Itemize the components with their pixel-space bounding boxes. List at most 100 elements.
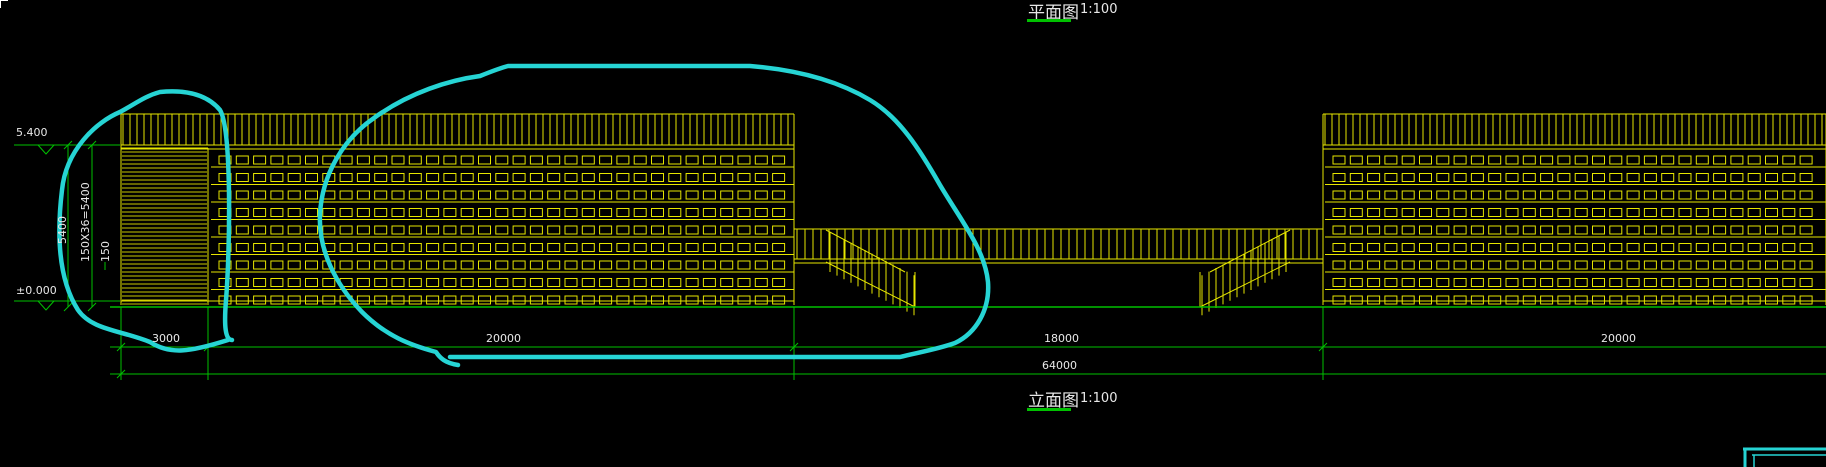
seat-box	[426, 295, 440, 305]
seat-box	[1401, 173, 1415, 182]
seat-box	[356, 278, 370, 287]
seat-box	[1470, 260, 1484, 270]
elevation-title: 立面图	[1028, 391, 1079, 411]
seat-box	[1453, 190, 1467, 200]
seat-box	[581, 225, 595, 235]
seat-box	[1730, 155, 1744, 165]
seat-box	[547, 155, 561, 165]
seat-box	[685, 295, 699, 305]
seat-box	[529, 190, 543, 200]
seat-box	[408, 243, 422, 252]
seat-box	[1557, 278, 1571, 287]
seat-box	[1557, 190, 1571, 200]
dim-seg4: 20000	[1601, 332, 1636, 345]
seat-box	[408, 278, 422, 287]
seat-box	[1609, 225, 1623, 235]
seat-box	[1695, 190, 1709, 200]
seat-box	[1488, 173, 1502, 182]
seat-box	[1349, 260, 1363, 270]
seat-box	[1643, 225, 1657, 235]
ramp-rail	[1199, 261, 1291, 308]
canvas-corner-mark	[0, 0, 8, 8]
seat-box	[1747, 278, 1761, 287]
seat-box	[1522, 260, 1536, 270]
seat-box	[772, 260, 786, 270]
seat-box	[1695, 225, 1709, 235]
seat-box	[374, 260, 388, 270]
seat-box	[460, 295, 474, 305]
seat-box	[651, 243, 664, 252]
seat-box	[754, 278, 768, 287]
seat-box	[1419, 208, 1432, 217]
seat-box	[529, 173, 543, 182]
seat-box	[772, 243, 786, 252]
seat-box	[1540, 295, 1554, 305]
seat-box	[1713, 225, 1727, 235]
seat-box	[1522, 155, 1536, 165]
seat-box	[305, 278, 318, 287]
seat-box	[1332, 208, 1346, 217]
cyan-markup-strokes	[57, 63, 991, 368]
seat-box	[1557, 208, 1571, 217]
seat-box	[1592, 225, 1605, 235]
seat-box	[1747, 190, 1761, 200]
seat-box	[668, 208, 682, 217]
seat-box	[1747, 173, 1761, 182]
seat-box	[1557, 295, 1571, 305]
seat-box	[339, 155, 353, 165]
seat-box	[754, 190, 768, 200]
seat-box	[512, 243, 526, 252]
seat-box	[374, 173, 388, 182]
seat-box	[512, 225, 526, 235]
seat-box	[426, 225, 440, 235]
seat-box	[1332, 243, 1346, 252]
seat-box	[356, 243, 370, 252]
seat-box	[581, 295, 595, 305]
seat-box	[1678, 173, 1692, 182]
seat-box	[1436, 190, 1450, 200]
seat-box	[1401, 225, 1415, 235]
seat-box	[1799, 260, 1813, 270]
seat-box	[1505, 243, 1519, 252]
seat-box	[1592, 260, 1605, 270]
seat-box	[685, 190, 699, 200]
seat-box	[651, 208, 664, 217]
seat-box	[408, 295, 422, 305]
seat-box	[1453, 155, 1467, 165]
seat-box	[1540, 225, 1554, 235]
seat-box	[1661, 173, 1675, 182]
seat-box	[1522, 208, 1536, 217]
seat-box	[1384, 243, 1398, 252]
dimension-lines	[14, 140, 1826, 380]
seat-box	[1730, 173, 1744, 182]
seat-box	[668, 173, 682, 182]
seat-box	[1401, 243, 1415, 252]
seat-box	[702, 225, 716, 235]
seat-box	[1713, 243, 1727, 252]
seat-box	[1713, 295, 1727, 305]
seat-box	[1401, 278, 1415, 287]
seat-box	[391, 295, 405, 305]
seat-box	[547, 243, 561, 252]
seat-box	[651, 190, 664, 200]
seat-box	[581, 243, 595, 252]
seat-box	[616, 155, 630, 165]
seat-box	[287, 295, 301, 305]
seat-box	[1384, 155, 1398, 165]
seat-box	[495, 173, 509, 182]
seat-box	[305, 295, 318, 305]
seat-box	[1349, 173, 1363, 182]
seat-box	[356, 295, 370, 305]
seat-box	[322, 225, 336, 235]
seat-box	[1730, 190, 1744, 200]
seat-box	[772, 155, 786, 165]
seat-box	[1609, 190, 1623, 200]
seat-box	[443, 243, 457, 252]
seat-box	[772, 225, 786, 235]
seat-box	[1678, 243, 1692, 252]
seat-box	[460, 243, 474, 252]
level-top-label: 5.400	[16, 126, 48, 139]
seat-box	[1782, 295, 1796, 305]
seat-box	[1782, 173, 1796, 182]
seat-box	[443, 278, 457, 287]
